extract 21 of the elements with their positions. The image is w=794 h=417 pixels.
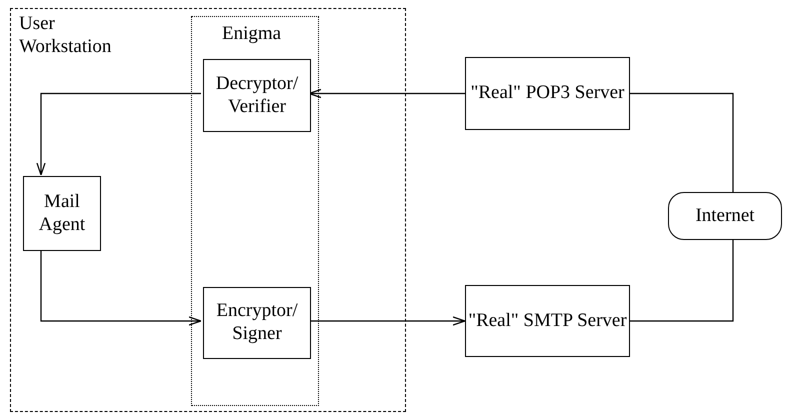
box-label: Internet bbox=[695, 204, 755, 228]
box-label: "Real" POP3 Server bbox=[470, 82, 624, 105]
process-box bbox=[465, 57, 630, 130]
box-label: Decryptor/ Verifier bbox=[214, 72, 300, 118]
arrow bbox=[40, 250, 202, 326]
process-box bbox=[465, 285, 630, 357]
process-box bbox=[23, 176, 101, 251]
connector-line bbox=[630, 240, 734, 322]
arrow bbox=[36, 92, 201, 176]
group-frame bbox=[191, 16, 319, 406]
group-label: Enigma bbox=[222, 23, 282, 46]
group-frame bbox=[10, 8, 406, 412]
rounded-box bbox=[668, 192, 782, 240]
process-box bbox=[203, 59, 311, 132]
process-box bbox=[203, 287, 311, 359]
group-label: User Workstation bbox=[19, 13, 112, 59]
box-label: "Real" SMTP Server bbox=[468, 310, 627, 332]
box-label: Encryptor/ Signer bbox=[215, 300, 299, 346]
box-label: Mail Agent bbox=[38, 190, 86, 236]
arrow bbox=[309, 316, 466, 326]
connector-line bbox=[630, 92, 734, 192]
